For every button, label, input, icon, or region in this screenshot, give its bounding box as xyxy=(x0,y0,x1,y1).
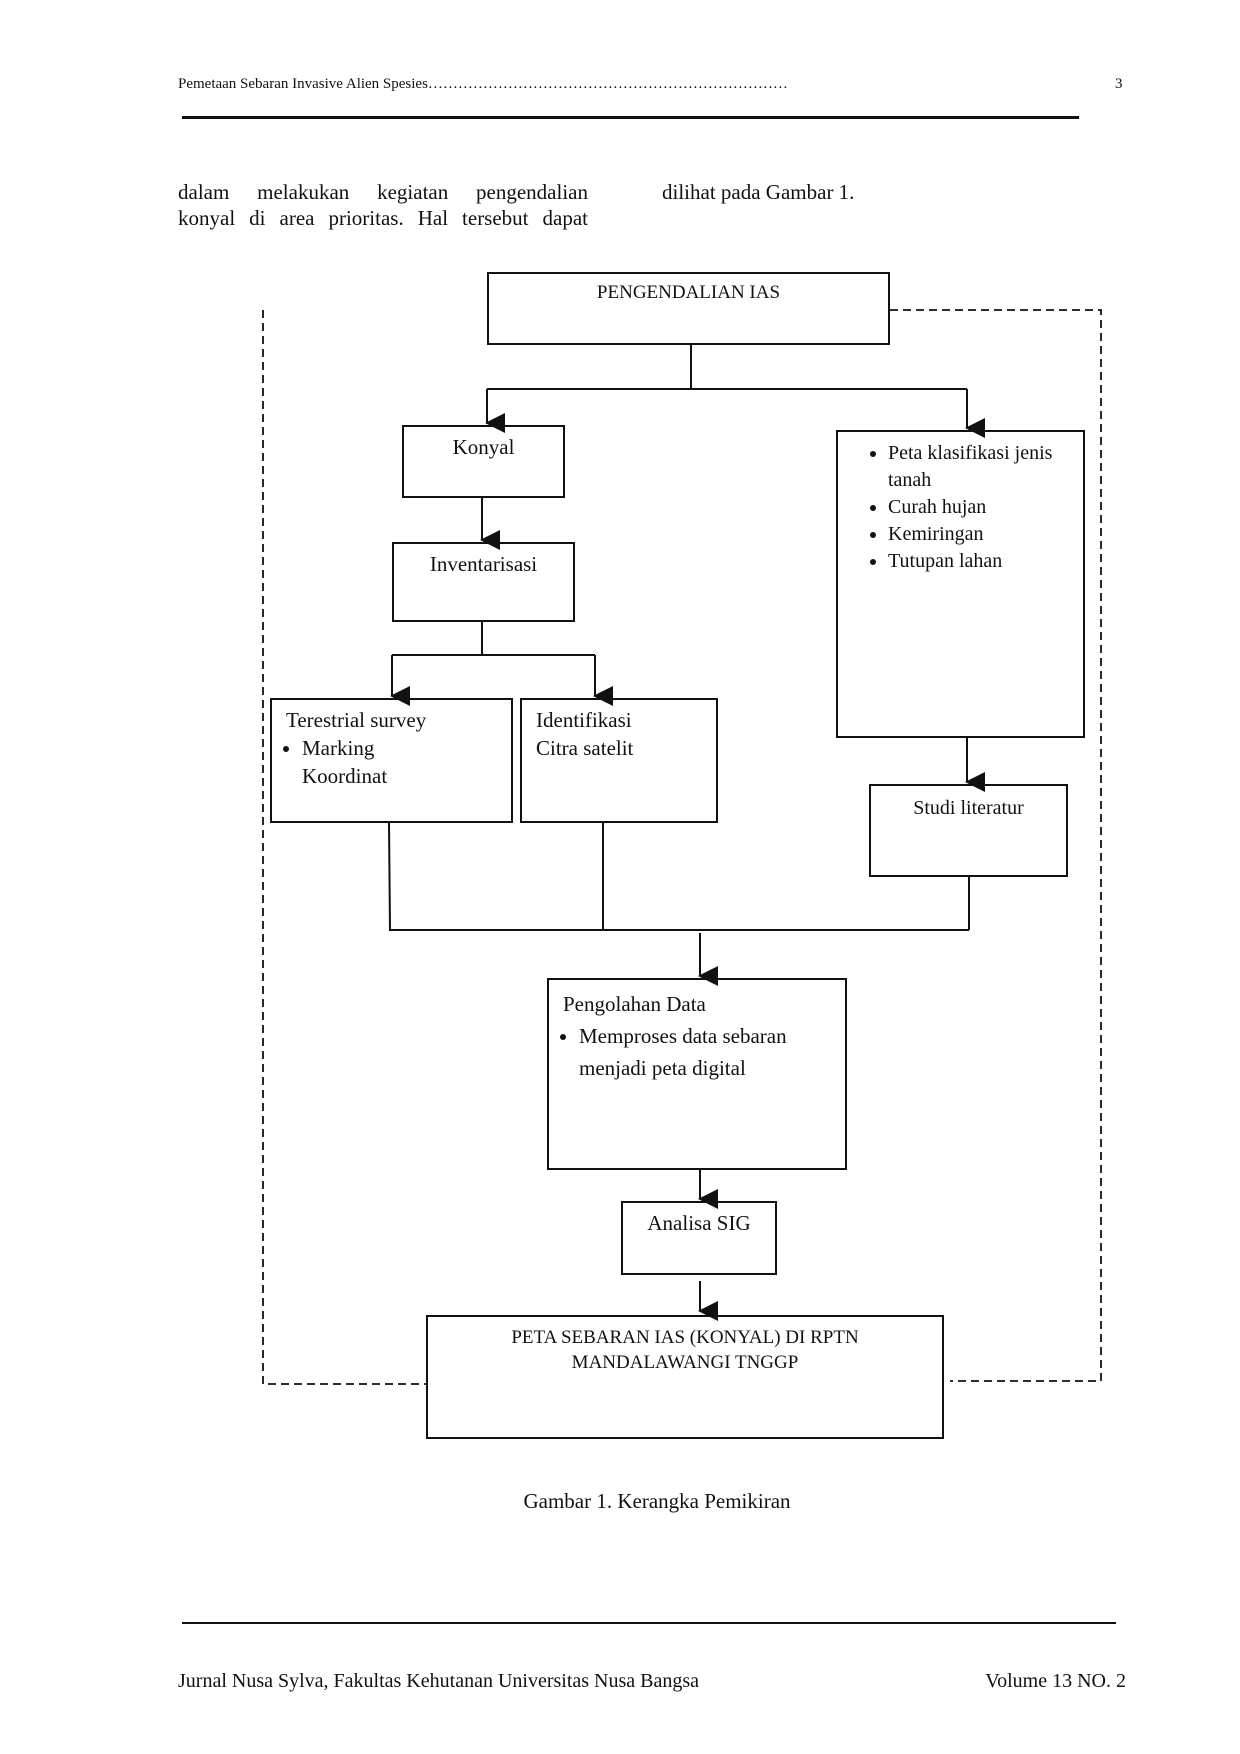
bullet-item: Peta klasifikasi jenis tanah xyxy=(888,440,1073,494)
box-konyal: Konyal xyxy=(402,425,565,498)
bullet-item: Memproses data sebaran menjadi peta digi… xyxy=(579,1020,819,1084)
body-col2-line1: dilihat pada Gambar 1. xyxy=(662,180,855,204)
box-title: Pengolahan Data xyxy=(563,992,706,1016)
body-col1-line1: dalam melakukan kegiatan pengendalian xyxy=(178,180,588,204)
footer-volume: Volume 13 NO. 2 xyxy=(985,1670,1126,1692)
box-label: Inventarisasi xyxy=(429,552,538,576)
box-line: MANDALAWANGI TNGGP xyxy=(571,1352,799,1373)
footer-journal: Jurnal Nusa Sylva, Fakultas Kehutanan Un… xyxy=(178,1670,700,1692)
running-header: Pemetaan Sebaran Invasive Alien Spesies…… xyxy=(178,76,788,92)
box-identifikasi: Identifikasi Citra satelit xyxy=(520,698,718,823)
box-line: Citra satelit xyxy=(536,736,634,760)
box-peta-sebaran: PETA SEBARAN IAS (KONYAL) DI RPTN MANDAL… xyxy=(426,1315,944,1439)
box-pengolahan-data: Pengolahan Data Memproses data sebaran m… xyxy=(547,978,847,1170)
footer-rule xyxy=(182,1622,1116,1624)
box-terestrial-survey: Terestrial survey Marking Koordinat xyxy=(270,698,513,823)
box-analisa-sig: Analisa SIG xyxy=(621,1201,777,1275)
bullet-item: Tutupan lahan xyxy=(888,548,1073,575)
box-pengendalian-ias: PENGENDALIAN IAS xyxy=(487,272,890,345)
box-studi-literatur: Studi literatur xyxy=(869,784,1068,877)
box-faktor-data: Peta klasifikasi jenis tanah Curah hujan… xyxy=(836,430,1085,738)
page-number: 3 xyxy=(1115,76,1123,92)
box-inventarisasi: Inventarisasi xyxy=(392,542,575,622)
box-title: Terestrial survey xyxy=(286,708,427,732)
box-label: Analisa SIG xyxy=(647,1211,751,1235)
box-line: Identifikasi xyxy=(536,708,632,732)
feedback-dashed-loop xyxy=(262,309,1102,1385)
body-col1-line2: konyal di area prioritas. Hal tersebut d… xyxy=(178,206,588,230)
header-rule xyxy=(182,116,1079,119)
figure-caption: Gambar 1. Kerangka Pemikiran xyxy=(523,1489,791,1513)
bullet-item: Kemiringan xyxy=(888,521,1073,548)
box-label: PENGENDALIAN IAS xyxy=(596,282,781,303)
box-line: PETA SEBARAN IAS (KONYAL) DI RPTN xyxy=(511,1327,859,1348)
bullet-item: Marking Koordinat xyxy=(302,734,452,790)
box-label: Konyal xyxy=(452,435,515,459)
box-label: Studi literatur xyxy=(913,797,1024,819)
bullet-item: Curah hujan xyxy=(888,494,1073,521)
